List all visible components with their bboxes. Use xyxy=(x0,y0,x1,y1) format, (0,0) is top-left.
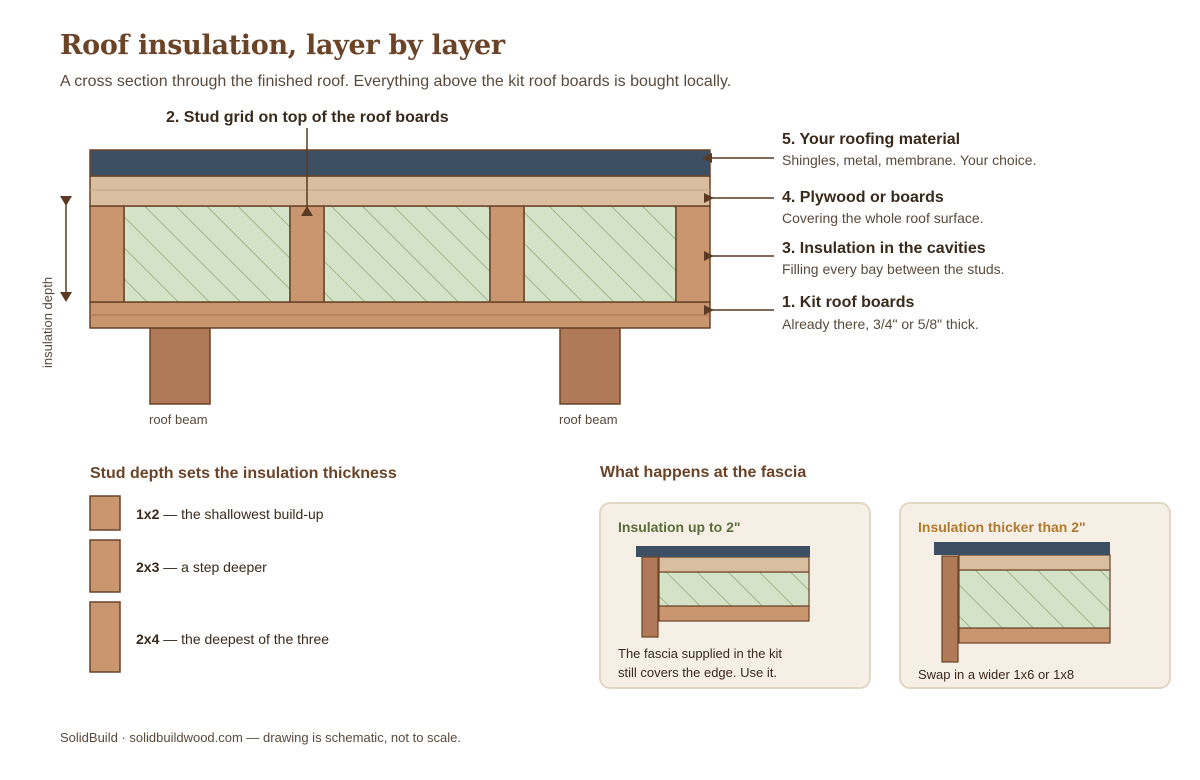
layer-leaders xyxy=(702,153,774,315)
roofing-material-layer xyxy=(89,149,711,177)
plywood-layer xyxy=(89,175,711,207)
insulation-bay xyxy=(523,205,677,303)
stud xyxy=(489,205,525,303)
stud-section-heading: Stud depth sets the insulation thickness xyxy=(90,465,397,482)
roof-beam-label-left: roof beam xyxy=(149,412,208,427)
insulation-depth-dimension: insulation depth xyxy=(40,196,72,368)
layer-label-desc: Already there, 3/4" or 5/8" thick. xyxy=(782,316,979,332)
page-subtitle: A cross section through the finished roo… xyxy=(60,73,732,90)
layer-label-title: 5. Your roofing material xyxy=(782,131,960,148)
fascia-card-title: Insulation up to 2" xyxy=(618,519,741,535)
fascia-section-heading: What happens at the fascia xyxy=(600,464,806,481)
insulation-bay xyxy=(323,205,491,303)
layer-label-title: 3. Insulation in the cavities xyxy=(782,240,986,257)
roof-beam-right xyxy=(559,327,621,405)
stud-grid-callout: 2. Stud grid on top of the roof boards xyxy=(166,109,449,126)
stud xyxy=(89,205,125,303)
fascia-card-text: still covers the edge. Use it. xyxy=(618,665,777,680)
fascia-card-text: Swap in a wider 1x6 or 1x8 xyxy=(918,667,1074,682)
fascia-card-title: Insulation thicker than 2" xyxy=(918,519,1086,535)
insulation-bay xyxy=(123,205,291,303)
stud-swatch-2x3 xyxy=(89,539,121,593)
stud-swatch-1x2 xyxy=(89,495,121,531)
page-title: Roof insulation, layer by layer xyxy=(60,30,505,61)
stud-item: 2x4 — the deepest of the three xyxy=(136,631,329,647)
fascia-card-thick: Insulation thicker than 2" Swap in a wid… xyxy=(899,502,1171,689)
layer-label-desc: Covering the whole roof surface. xyxy=(782,210,984,226)
layer-label-desc: Shingles, metal, membrane. Your choice. xyxy=(782,152,1036,168)
stud xyxy=(289,205,325,303)
roof-beam-left xyxy=(149,327,211,405)
layer-label-title: 1. Kit roof boards xyxy=(782,294,915,311)
layer-label-desc: Filling every bay between the studs. xyxy=(782,261,1005,277)
stud-swatch-2x4 xyxy=(89,601,121,673)
main-cross-section xyxy=(89,149,711,405)
wide-fascia-board xyxy=(941,555,959,663)
layer-label-title: 4. Plywood or boards xyxy=(782,189,944,206)
roof-beam-label-right: roof beam xyxy=(559,412,618,427)
insulation-depth-label: insulation depth xyxy=(40,277,55,368)
footer-credit: SolidBuild · solidbuildwood.com — drawin… xyxy=(60,730,462,745)
stud-item: 2x3 — a step deeper xyxy=(136,559,267,575)
fascia-board xyxy=(641,556,659,638)
fascia-card-thin: Insulation up to 2" The fascia supplied … xyxy=(599,502,871,689)
stud-item: 1x2 — the shallowest build-up xyxy=(136,506,324,522)
fascia-card-text: The fascia supplied in the kit xyxy=(618,646,782,661)
